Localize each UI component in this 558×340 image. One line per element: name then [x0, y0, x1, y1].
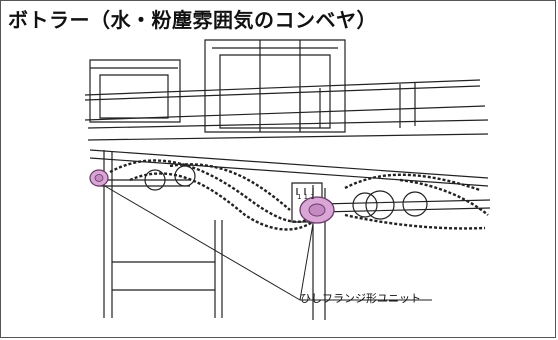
drive-chains	[109, 159, 489, 231]
plate-marks: 1 1 1	[297, 193, 315, 201]
guard-rail	[84, 79, 486, 130]
flange-unit-left	[89, 169, 109, 187]
leader-line-right	[299, 211, 316, 301]
machine-housing-left	[89, 59, 181, 123]
leader-line-left	[97, 181, 301, 301]
callout-label: ひしフランジ形ユニット	[300, 292, 421, 305]
shafts	[98, 165, 491, 220]
machine-housing-right	[204, 39, 346, 133]
page-title: ボトラー（水・粉塵雰囲気のコンベヤ）	[8, 8, 377, 32]
frame-legs	[103, 150, 326, 320]
conveyor-deck	[87, 119, 489, 187]
flange-unit-right	[299, 196, 335, 224]
